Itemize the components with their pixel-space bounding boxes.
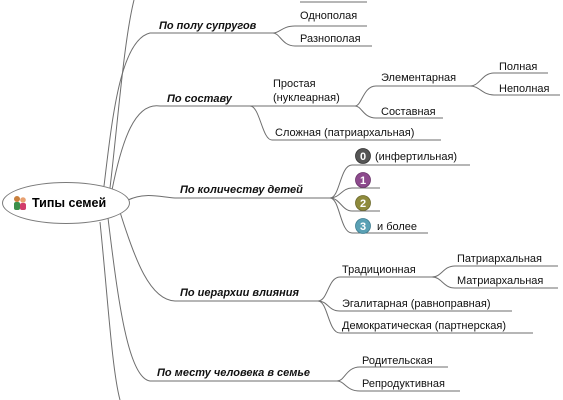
- category-spouse-gender[interactable]: По полу супругов: [159, 20, 257, 32]
- node-simple-nuclear[interactable]: Простая (нуклеарная): [273, 78, 340, 104]
- node-compound[interactable]: Составная: [381, 106, 436, 118]
- svg-text:2: 2: [360, 198, 366, 210]
- family-icon: [14, 196, 26, 210]
- node-parental[interactable]: Родительская: [362, 355, 433, 367]
- svg-text:1: 1: [360, 175, 366, 187]
- number-3-icon: 3: [355, 218, 371, 234]
- category-composition[interactable]: По составу: [167, 93, 232, 105]
- branch-person-place: [107, 217, 337, 382]
- number-0-icon: 0: [355, 148, 371, 164]
- node-elementary[interactable]: Элементарная: [381, 72, 457, 84]
- node-reproductive[interactable]: Репродуктивная: [362, 378, 445, 390]
- node-same-sex[interactable]: Однополая: [300, 10, 358, 22]
- branch-bottom-offscreen: [99, 221, 121, 400]
- number-1-icon: 1: [355, 172, 371, 188]
- category-children-count[interactable]: По количеству детей: [180, 184, 303, 196]
- node-three-or-more[interactable]: и более: [377, 221, 418, 233]
- category-hierarchy[interactable]: По иерархии влияния: [180, 287, 299, 299]
- root-node[interactable]: Типы семей: [2, 182, 130, 224]
- node-incomplete[interactable]: Неполная: [499, 83, 550, 95]
- svg-text:0: 0: [360, 151, 366, 163]
- node-different-sex[interactable]: Разнополая: [300, 33, 361, 45]
- svg-text:3: 3: [360, 221, 366, 233]
- node-patriarchal[interactable]: Патриархальная: [457, 253, 542, 265]
- branch-children-count: [127, 195, 330, 201]
- number-2-icon: 2: [355, 195, 371, 211]
- node-full[interactable]: Полная: [499, 61, 538, 73]
- node-democratic[interactable]: Демократическая (партнерская): [342, 320, 507, 332]
- node-egalitarian[interactable]: Эгалитарная (равноправная): [342, 298, 491, 310]
- branch-hierarchy: [119, 211, 318, 302]
- category-person-place[interactable]: По месту человека в семье: [157, 367, 311, 379]
- root-label: Типы семей: [32, 196, 107, 210]
- node-infertile[interactable]: (инфертильная): [375, 151, 458, 163]
- node-traditional[interactable]: Традиционная: [342, 264, 416, 276]
- branch-spouse-gender: [103, 32, 273, 187]
- branch-composition: [111, 105, 250, 191]
- node-complex-patriarchal[interactable]: Сложная (патриархальная): [275, 127, 415, 139]
- node-matriarchal[interactable]: Матриархальная: [457, 275, 544, 287]
- branch-top-offscreen: [109, 0, 135, 189]
